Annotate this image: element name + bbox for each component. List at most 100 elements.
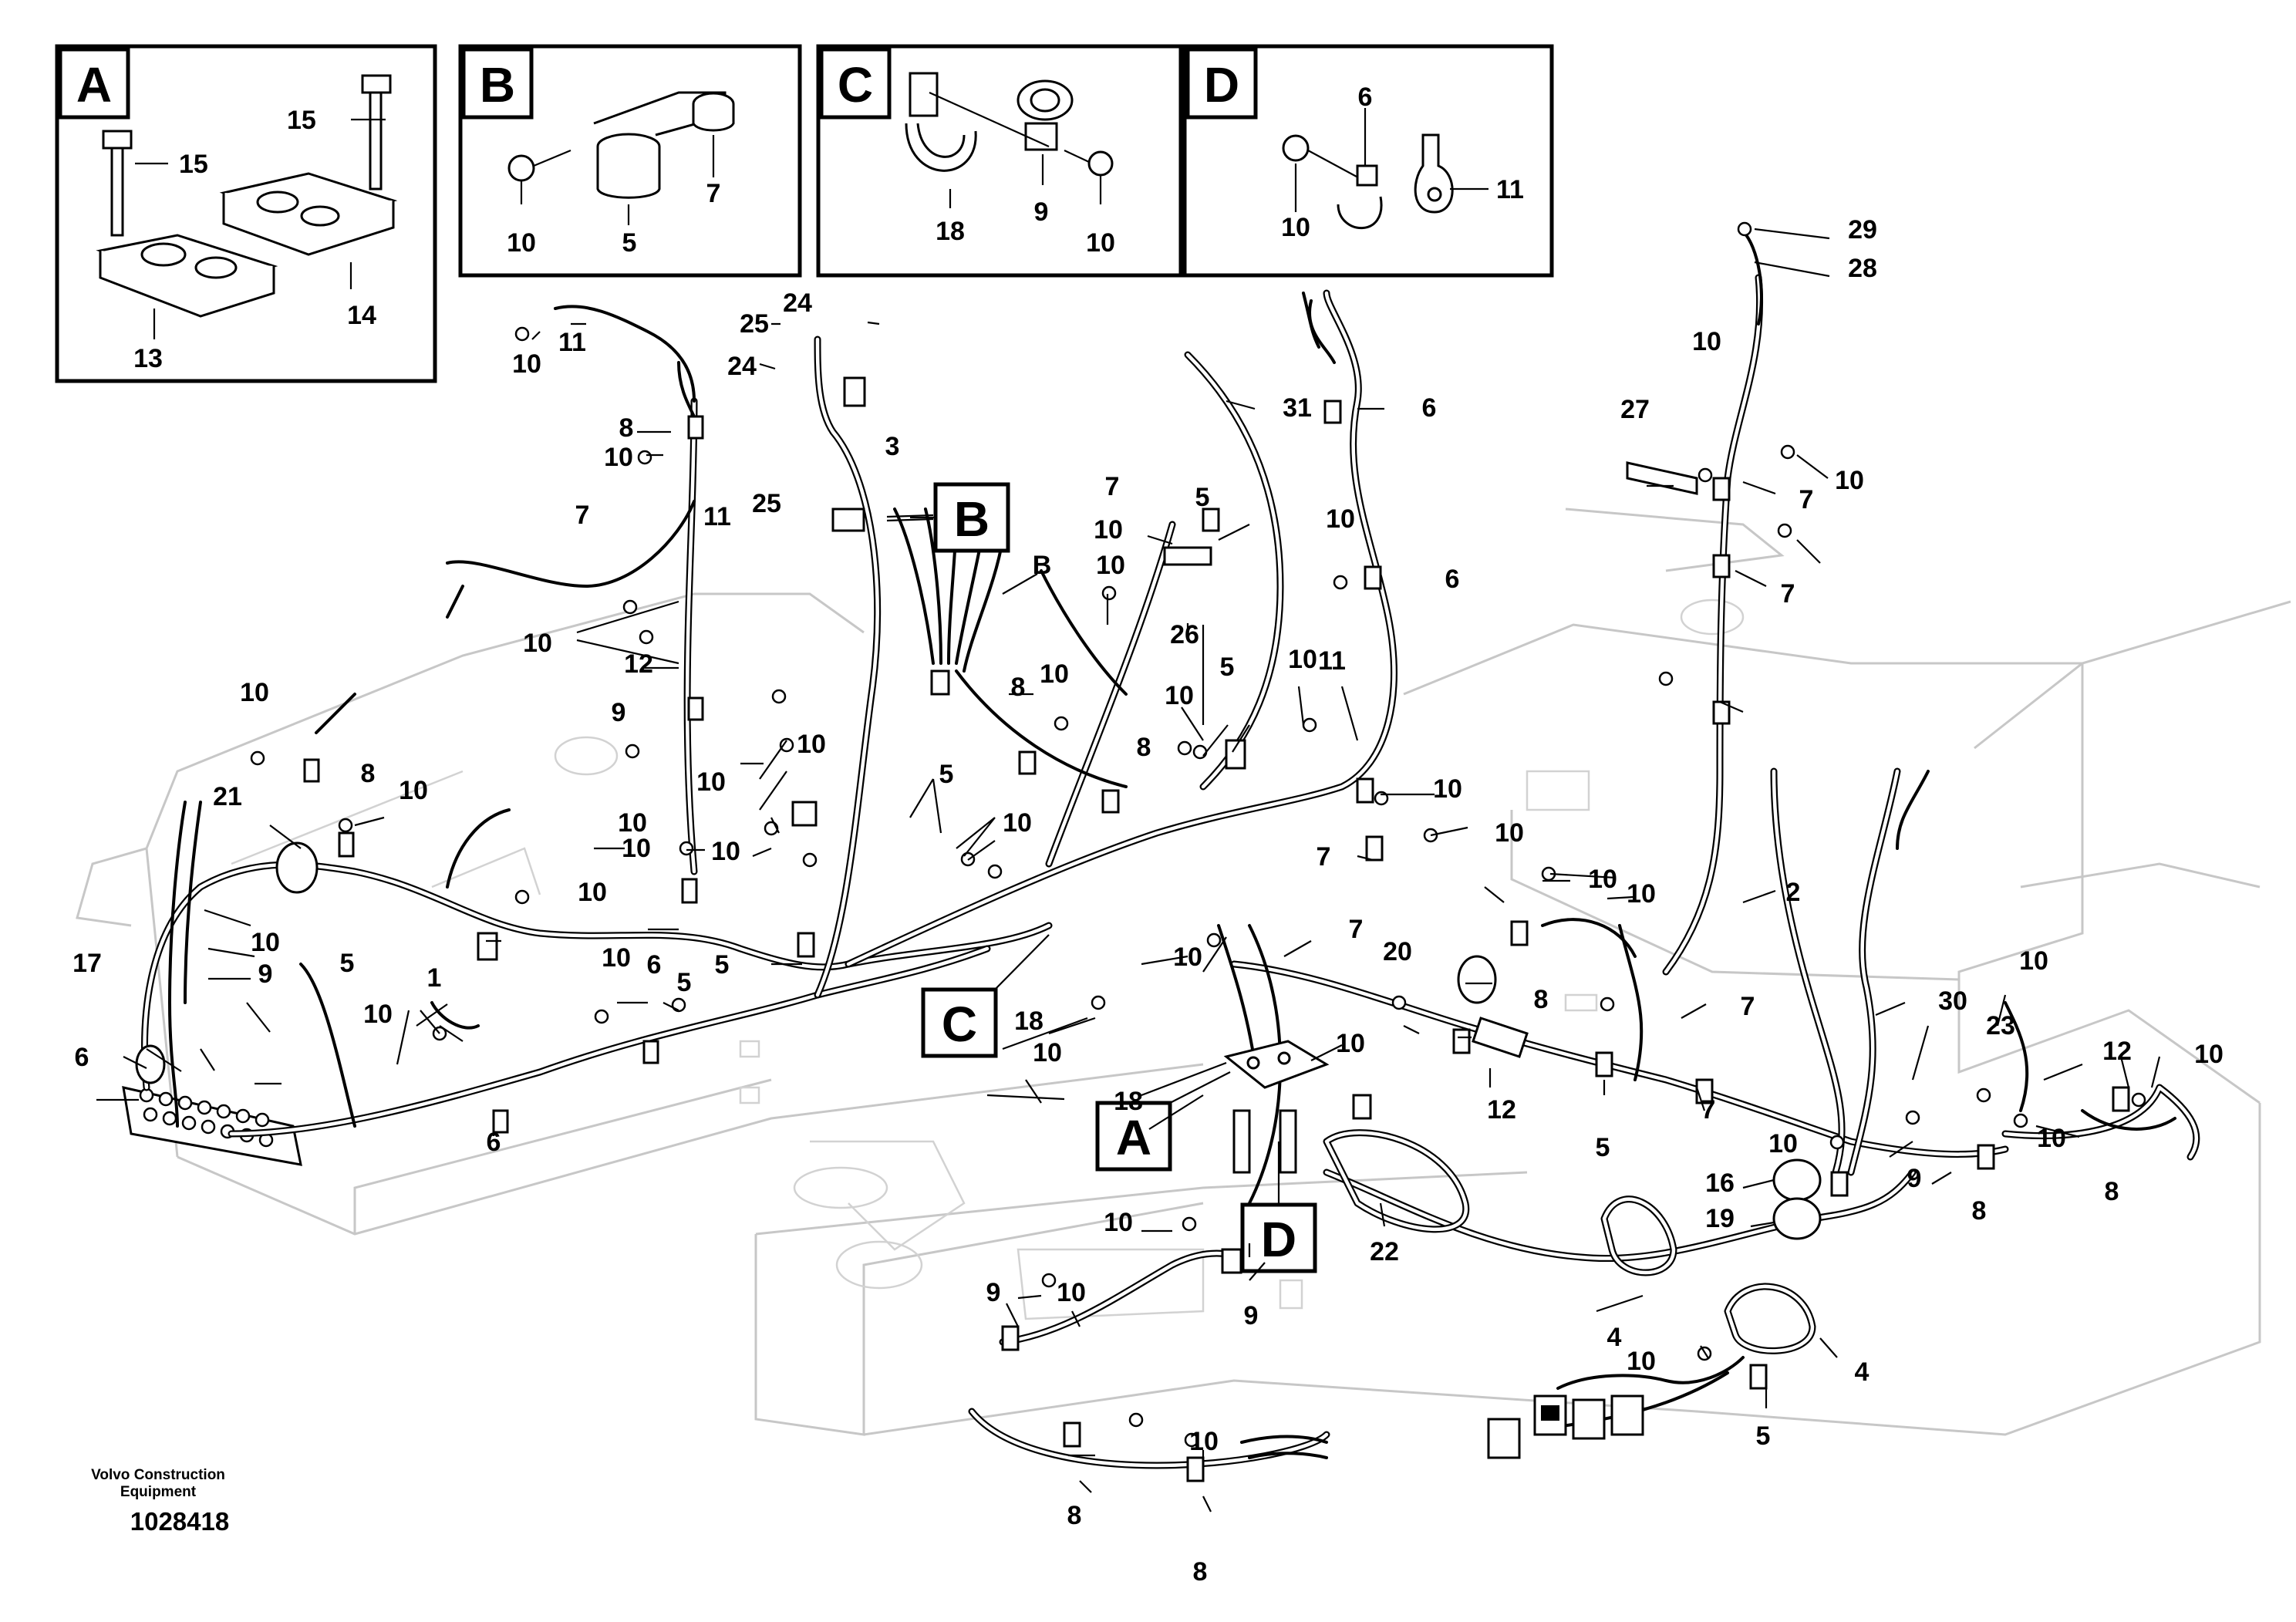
step-plate <box>122 1086 302 1166</box>
callout: 10 <box>512 349 541 379</box>
callout: 10 <box>2019 946 2048 976</box>
connector-cluster <box>1487 1394 1644 1459</box>
callout: 18 <box>936 217 965 246</box>
callout: 10 <box>1495 818 1524 848</box>
callout: 7 <box>1105 472 1120 501</box>
view-tag: C <box>942 996 977 1052</box>
callout: 8 <box>1193 1557 1208 1587</box>
callout: 9 <box>1244 1301 1259 1330</box>
callout: 10 <box>1336 1029 1365 1058</box>
callout: 15 <box>179 150 208 179</box>
callout: 8 <box>1011 673 1026 702</box>
callout: 5 <box>715 950 730 980</box>
callout: 8 <box>361 759 376 788</box>
callout: 10 <box>2037 1124 2066 1153</box>
callout: B <box>1033 551 1052 580</box>
callout: 28 <box>1848 254 1877 283</box>
callout: 20 <box>1383 937 1412 966</box>
callout: 8 <box>2105 1177 2119 1206</box>
callout: 10 <box>1094 515 1123 545</box>
publisher-line-1: Volvo Construction <box>91 1467 225 1483</box>
callout: 17 <box>72 949 102 978</box>
callouts: 10 11 25 24 24 25 3 31 6 29 28 8 10 7 5 … <box>72 215 2224 1587</box>
callout: 10 <box>1588 865 1617 894</box>
callout: 10 <box>1768 1129 1798 1158</box>
callout: 5 <box>340 949 355 978</box>
callout: 10 <box>578 878 607 907</box>
machine-frame <box>76 508 2291 1436</box>
callout: 7 <box>1781 579 1795 609</box>
callout: 7 <box>1349 915 1364 944</box>
callout: 27 <box>1620 395 1650 424</box>
callout: 10 <box>1326 504 1355 534</box>
callout: 10 <box>1281 213 1310 242</box>
callout: 21 <box>213 782 242 811</box>
callout: 9 <box>1907 1164 1922 1193</box>
callout: 5 <box>1756 1421 1771 1451</box>
callout: 23 <box>1986 1011 2015 1040</box>
callout: 5 <box>1195 483 1210 512</box>
callout: 2 <box>1786 878 1801 907</box>
callout: 10 <box>1692 327 1721 356</box>
callout: 8 <box>1067 1501 1082 1530</box>
callout: 8 <box>1137 733 1151 762</box>
callout: 10 <box>1627 1347 1656 1376</box>
callout: 7 <box>706 179 721 208</box>
callout: 31 <box>1283 393 1312 423</box>
callout: 24 <box>783 288 812 318</box>
callout: 5 <box>1220 653 1235 682</box>
view-tag: D <box>1261 1212 1296 1267</box>
callout: 24 <box>727 352 757 381</box>
callout: 11 <box>1496 175 1524 204</box>
callout: 16 <box>1705 1168 1735 1198</box>
callout: 9 <box>258 959 273 989</box>
callout: 8 <box>619 413 634 443</box>
callout: 18 <box>1114 1087 1143 1116</box>
callout: 12 <box>624 649 653 679</box>
callout: 10 <box>1433 774 1462 804</box>
callout: 10 <box>1003 808 1032 838</box>
thin-wires <box>167 230 2176 1459</box>
callout: 30 <box>1938 986 1967 1016</box>
callout: 10 <box>399 776 428 805</box>
callout: 10 <box>1057 1278 1086 1307</box>
junction-plate <box>1223 1040 1330 1174</box>
callout: 10 <box>602 943 631 973</box>
callout: 6 <box>1422 393 1437 423</box>
callout: 22 <box>1370 1237 1399 1266</box>
callout: 1 <box>427 963 442 993</box>
callout: 10 <box>618 808 647 838</box>
callout: 10 <box>1288 645 1317 674</box>
leader-lines <box>96 228 2161 1512</box>
inset-d: D 6 10 11 <box>1182 44 1554 278</box>
callout: 10 <box>1165 681 1194 710</box>
callout: 10 <box>604 443 633 472</box>
callout: 5 <box>1596 1133 1610 1162</box>
callout: 10 <box>240 678 269 707</box>
inset-c: C 18 9 10 <box>816 44 1183 278</box>
callout: 5 <box>939 760 954 789</box>
callout: 14 <box>347 301 376 330</box>
callout: 3 <box>885 432 900 461</box>
callout: 12 <box>1487 1095 1516 1125</box>
publisher-line-2: Equipment <box>120 1484 197 1500</box>
callout: 5 <box>622 228 637 258</box>
callout: 6 <box>647 950 662 980</box>
inset-b: B 10 5 7 <box>458 44 802 278</box>
callout: 10 <box>1173 943 1202 972</box>
callout: 10 <box>1033 1038 1062 1067</box>
view-tag: B <box>954 491 990 547</box>
inset-a: A 15 15 13 14 <box>55 44 437 383</box>
callout: 8 <box>1534 985 1549 1014</box>
callout: 6 <box>487 1128 501 1157</box>
callout: 12 <box>2102 1037 2132 1066</box>
callout: 10 <box>523 629 552 658</box>
callout: 5 <box>677 968 692 997</box>
callout: 10 <box>1096 551 1125 580</box>
callout: 15 <box>287 106 316 135</box>
document-number: 1028418 <box>130 1507 229 1536</box>
callout: 25 <box>752 489 781 518</box>
callout: 10 <box>1086 228 1115 258</box>
callout: 18 <box>1014 1007 1043 1036</box>
view-tags: B C A D <box>886 482 1317 1273</box>
